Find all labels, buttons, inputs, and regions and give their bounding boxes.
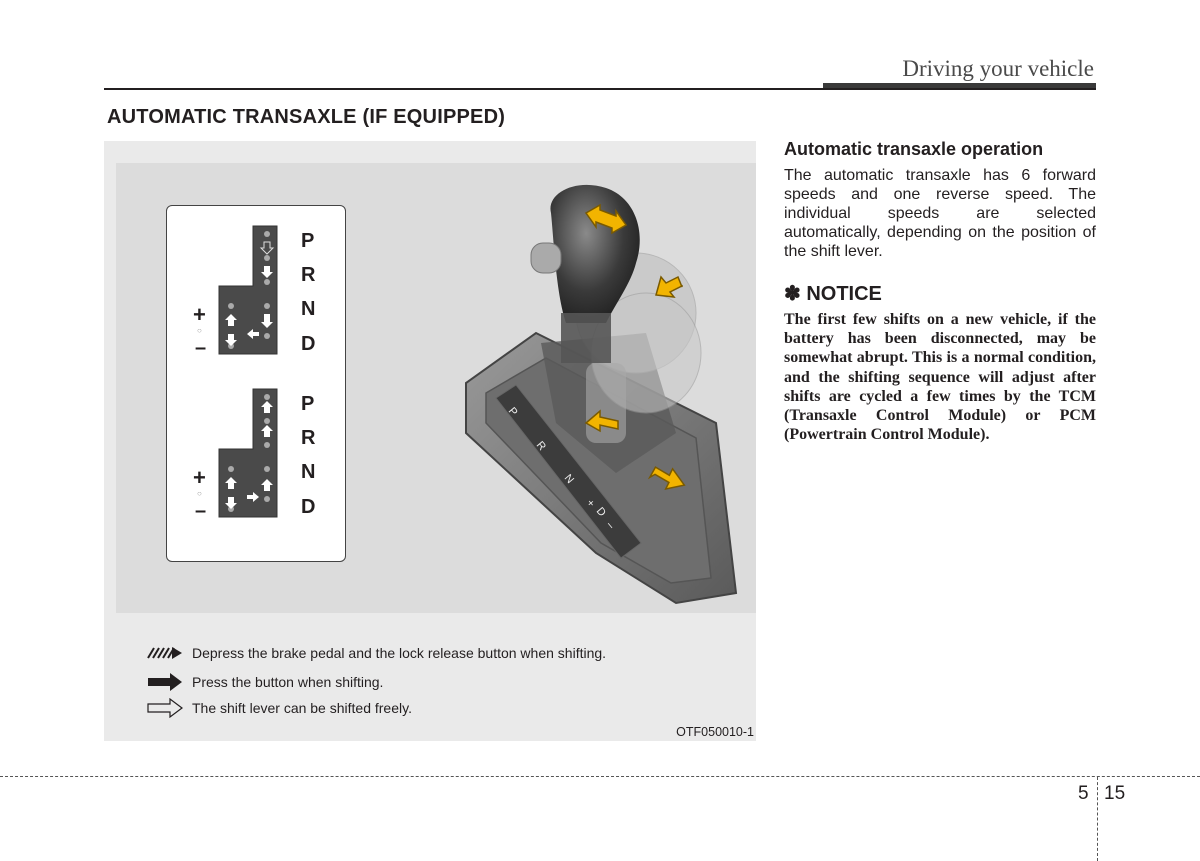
- lock-release-button: [530, 242, 562, 274]
- gate-panel: P R N D + ○ –: [166, 205, 346, 562]
- gate-label-r-lower: R: [301, 427, 316, 449]
- notice-text: The first few shifts on a new vehicle, i…: [784, 311, 1096, 444]
- gate-label-r: R: [301, 264, 316, 286]
- chapter-number: 5: [1078, 783, 1089, 804]
- notice-title: ✽ NOTICE: [784, 283, 882, 305]
- legend-item: The shift lever can be shifted freely.: [146, 698, 412, 718]
- solid-arrow-icon: [148, 673, 182, 691]
- footer-dashed-divider: [1097, 777, 1098, 861]
- gate-upper: [218, 225, 278, 355]
- section-title: AUTOMATIC TRANSAXLE (IF EQUIPPED): [107, 106, 506, 128]
- figure-code: OTF050010-1: [676, 725, 754, 739]
- footer-dashed-rule: [0, 776, 1200, 777]
- operation-text: The automatic transaxle has 6 forward sp…: [784, 167, 1096, 260]
- gate-label-d: D: [301, 333, 315, 355]
- page-number: 15: [1104, 783, 1126, 804]
- gate-label-p-lower: P: [301, 393, 314, 415]
- plus-label: +: [193, 302, 206, 327]
- movement-arrows: [584, 203, 686, 490]
- legend-text: Depress the brake pedal and the lock rel…: [192, 645, 607, 661]
- svg-text:○: ○: [197, 489, 202, 498]
- operation-title: Automatic transaxle operation: [784, 139, 1044, 159]
- legend-item: Press the button when shifting.: [146, 672, 383, 692]
- gate-label-d-lower: D: [301, 496, 315, 518]
- right-column: Automatic transaxle operation The automa…: [784, 139, 1096, 444]
- running-header: Driving your vehicle: [902, 56, 1094, 81]
- hatched-arrow-icon: [147, 647, 182, 659]
- legend-item: Depress the brake pedal and the lock rel…: [146, 643, 606, 663]
- svg-text:○: ○: [197, 326, 202, 335]
- legend-text: Press the button when shifting.: [192, 674, 384, 690]
- header-rule: [104, 88, 1096, 90]
- gate-label-p: P: [301, 230, 314, 252]
- gate-label-n: N: [301, 298, 315, 320]
- plus-label-lower: +: [193, 465, 206, 490]
- gate-label-n-lower: N: [301, 461, 315, 483]
- figure-illustration-area: P R N D + ○ –: [116, 163, 756, 613]
- gate-lower: [218, 388, 278, 518]
- shift-lever-figure: P R N D + ○ –: [104, 141, 756, 741]
- legend-text: The shift lever can be shifted freely.: [192, 700, 412, 716]
- shift-lever-illustration: P R N + D –: [465, 184, 738, 605]
- outline-arrow-icon: [147, 698, 183, 718]
- minus-label: –: [195, 337, 206, 359]
- gate-diagram: P R N D + ○ –: [193, 225, 316, 522]
- header-accent-bar: [823, 83, 1096, 90]
- minus-label-lower: –: [195, 500, 206, 522]
